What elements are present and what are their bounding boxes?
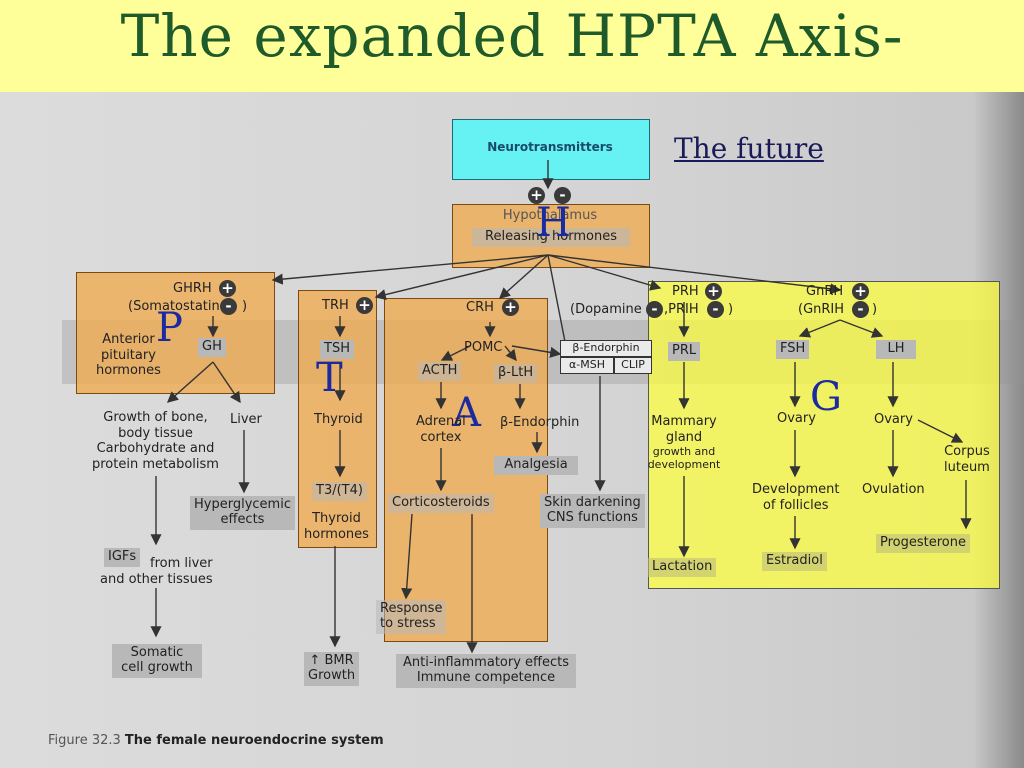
- analgesia-label: Analgesia: [494, 456, 578, 475]
- arrow-gnrh-fsh: [798, 319, 841, 338]
- gh-branch-box: [76, 272, 275, 394]
- title-bar: [0, 0, 1024, 92]
- t3t4-label: T3/(T4): [312, 482, 367, 501]
- gnrih-minus: -: [852, 301, 869, 318]
- bendorphin-box: β-Endorphin: [560, 340, 652, 357]
- trh-label: TRH: [322, 298, 349, 313]
- prih-minus: -: [707, 301, 724, 318]
- amsh-box: α-MSH: [560, 357, 614, 374]
- releasing-hormones-label: Releasing hormones: [472, 228, 630, 247]
- hypothalamus-label: Hypothalamus: [502, 208, 598, 223]
- ovary-lh-label: Ovary: [874, 412, 913, 427]
- handwritten-h: H: [536, 200, 571, 246]
- arrow-cortico-stress: [401, 513, 413, 600]
- somatostatin-label: (Somatostatin: [128, 299, 220, 314]
- handwritten-g: G: [810, 374, 842, 420]
- handwritten-t: T: [316, 355, 343, 401]
- arrow-crh: [498, 254, 549, 299]
- estradiol-label: Estradiol: [762, 552, 827, 571]
- arrow-gnrh: [547, 254, 842, 295]
- somatostatin-close: ): [242, 299, 248, 314]
- arrow-ovary-corpus: [917, 419, 964, 443]
- gnrh-label: GnRH: [806, 284, 844, 299]
- arrow-pomc-melano: [511, 345, 562, 358]
- handwritten-p: P: [156, 305, 183, 351]
- arrow-gh-growth: [166, 361, 214, 403]
- arrow-gh-liver: [212, 361, 241, 404]
- liver-label: Liver: [230, 412, 262, 427]
- progesterone-label: Progesterone: [876, 534, 970, 553]
- somatostatin-minus: -: [220, 298, 237, 315]
- bendorphin-label: β-Endorphin: [500, 415, 580, 430]
- fsh-label: FSH: [776, 340, 810, 359]
- thyroid-label: Thyroid: [314, 412, 363, 427]
- igfs-label: IGFs: [104, 548, 141, 567]
- trh-plus: +: [356, 297, 373, 314]
- plus-sign: +: [528, 187, 545, 204]
- ovulation-label: Ovulation: [862, 482, 925, 497]
- gnrh-plus: +: [852, 283, 869, 300]
- arrow-trh: [374, 254, 549, 301]
- tsh-label: TSH: [320, 340, 354, 359]
- prh-plus: +: [705, 283, 722, 300]
- arrow-pomc-blth: [504, 345, 517, 362]
- gnrih-label: (GnRIH: [798, 302, 845, 317]
- handwritten-a: A: [452, 390, 481, 436]
- pomc-label: POMC: [464, 340, 503, 355]
- crh-label: CRH: [466, 300, 494, 315]
- lh-label: LH: [876, 340, 916, 359]
- prih-close: ): [728, 302, 734, 317]
- arrow-gnrh-lh: [839, 319, 884, 338]
- gh-label: GH: [198, 338, 226, 357]
- minus-sign: -: [554, 187, 571, 204]
- ghrh-label: GHRH: [173, 281, 212, 296]
- figure-number: Figure 32.3: [48, 733, 121, 748]
- arrow-ghrh: [271, 254, 549, 285]
- future-label: The future: [674, 132, 824, 165]
- acth-label: ACTH: [418, 362, 462, 381]
- dopamine-minus: -: [646, 301, 663, 318]
- crh-plus: +: [502, 299, 519, 316]
- clip-box: CLIP: [614, 357, 652, 374]
- arrow-prh: [547, 254, 662, 291]
- slide-title: The expanded HPTA Axis-: [120, 2, 904, 70]
- prh-label: PRH: [672, 284, 699, 299]
- arrow-pomc-acth: [440, 345, 471, 361]
- ghrh-plus: +: [219, 280, 236, 297]
- neurotransmitters-box: [452, 119, 650, 180]
- dopamine-label: (Dopamine: [570, 302, 642, 317]
- prih-label: ,PRIH: [664, 302, 699, 317]
- gnrih-close: ): [872, 302, 878, 317]
- figure-title: The female neuroendocrine system: [124, 733, 384, 748]
- blth-label: β-LtH: [494, 364, 538, 383]
- ovary-fsh-label: Ovary: [777, 411, 816, 426]
- prl-label: PRL: [668, 342, 701, 361]
- lactation-label: Lactation: [648, 558, 717, 577]
- neurotransmitters-label: Neurotransmitters: [487, 140, 613, 154]
- corticosteroids-label: Corticosteroids: [388, 494, 494, 513]
- figure-caption: Figure 32.3 The female neuroendocrine sy…: [48, 733, 384, 748]
